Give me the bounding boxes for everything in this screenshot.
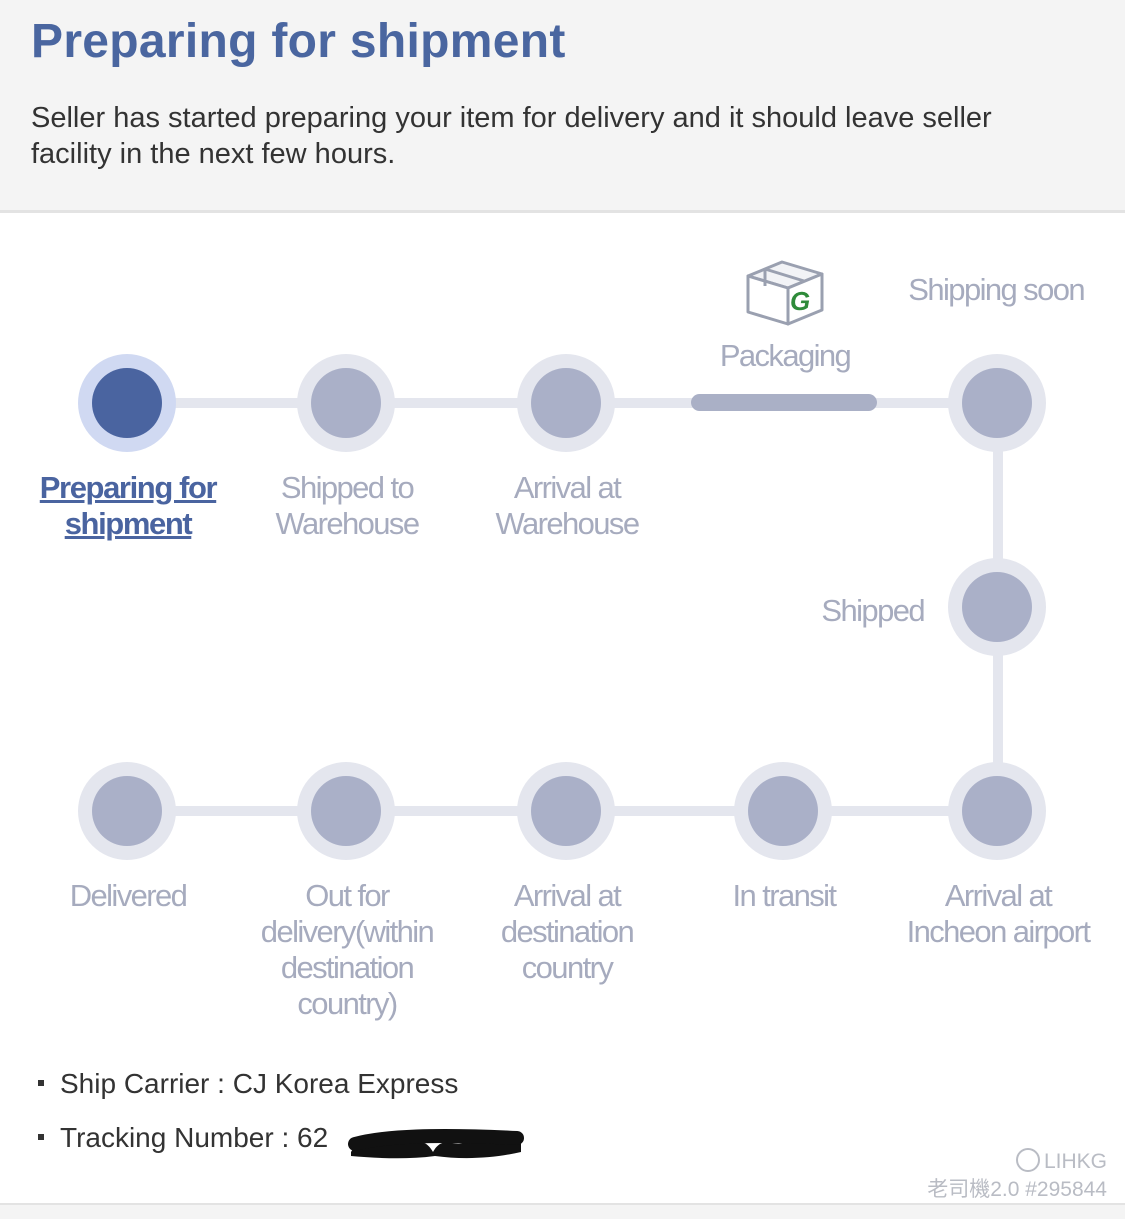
step-node-shipped-middle[interactable] <box>948 558 1046 656</box>
lihkg-logo-icon <box>1015 1148 1040 1173</box>
step-node-out-for-delivery[interactable] <box>297 762 395 860</box>
tracking-number-label: Tracking Number : <box>60 1122 298 1153</box>
step-node-shipped[interactable] <box>948 354 1046 452</box>
step-dot <box>748 776 818 846</box>
step-label-shipped-to-warehouse: Shipped to Warehouse <box>275 470 421 541</box>
step-label-arrival-at-incheon: Arrival at Incheon airport <box>906 878 1091 949</box>
step-node-arrival-at-incheon[interactable] <box>948 762 1046 860</box>
step-dot <box>92 368 162 438</box>
step-node-arrival-at-warehouse[interactable] <box>517 354 615 452</box>
step-node-arrival-at-destination[interactable] <box>517 762 615 860</box>
ship-carrier-label: Ship Carrier : <box>60 1068 233 1099</box>
tracking-number-row: Tracking Number : 62 <box>38 1122 328 1154</box>
step-label-out-for-delivery: Out for delivery(within destination coun… <box>260 878 435 1021</box>
step-label-arrival-at-warehouse: Arrival at Warehouse <box>495 470 641 541</box>
shipping-soon-label: Shipping soon <box>908 272 1085 307</box>
step-node-shipped-to-warehouse[interactable] <box>297 354 395 452</box>
ship-carrier-row: Ship Carrier : CJ Korea Express <box>38 1068 458 1100</box>
step-dot <box>531 776 601 846</box>
bullet-icon <box>38 1079 44 1086</box>
packaging-label: Packaging <box>719 338 852 373</box>
watermark-caption: 老司機2.0 #295844 <box>927 1178 1107 1201</box>
step-dot <box>92 776 162 846</box>
step-label-delivered: Delivered <box>69 878 188 913</box>
step-node-preparing-for-shipment[interactable] <box>78 354 176 452</box>
watermark: LIHKG 老司機2.0 #295844 <box>927 1148 1107 1204</box>
step-dot <box>962 572 1032 642</box>
ship-carrier-value: CJ Korea Express <box>232 1068 459 1099</box>
footer-divider <box>0 1203 1125 1219</box>
watermark-brand: LIHKG <box>1043 1150 1107 1173</box>
step-node-in-transit[interactable] <box>734 762 832 860</box>
step-dot <box>531 368 601 438</box>
tracking-number-value[interactable]: 62 <box>297 1122 329 1153</box>
status-description: Seller has started preparing your item f… <box>31 102 992 170</box>
step-dot <box>962 368 1032 438</box>
step-label-arrival-at-destination: Arrival at destination country <box>500 878 635 985</box>
step-label-in-transit: In transit <box>732 878 837 913</box>
page-title: Preparing for shipment <box>31 15 566 68</box>
step-dot <box>962 776 1032 846</box>
step-node-delivered[interactable] <box>78 762 176 860</box>
box-g-icon: G <box>746 260 824 326</box>
bullet-icon <box>38 1133 44 1140</box>
packaging-progress-bar <box>691 394 877 411</box>
step-label-shipped: Shipped <box>821 593 925 628</box>
redaction-scribble <box>348 1129 524 1159</box>
step-dot <box>311 368 381 438</box>
step-dot <box>311 776 381 846</box>
svg-text:G: G <box>790 286 810 316</box>
status-header: Preparing for shipment Seller has starte… <box>0 0 1125 213</box>
step-label-preparing-for-shipment[interactable]: Preparing for shipment <box>39 470 218 541</box>
